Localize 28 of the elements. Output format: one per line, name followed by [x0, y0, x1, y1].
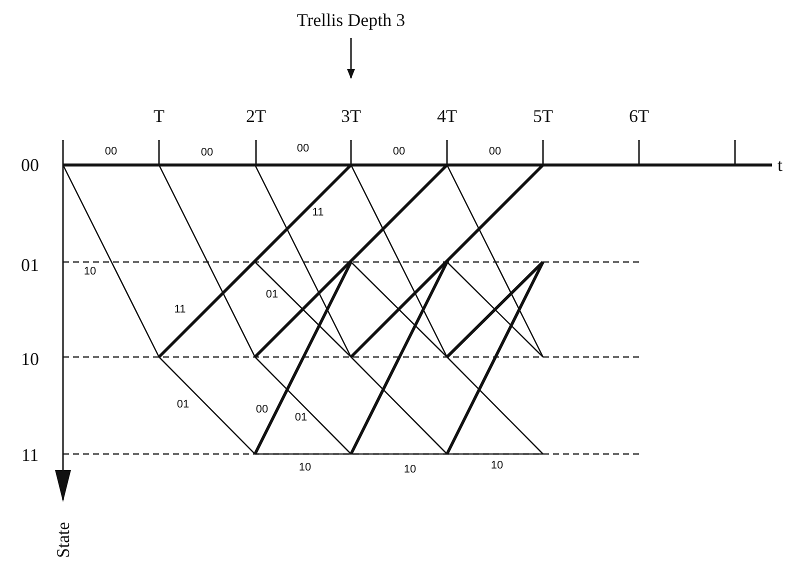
branch-label: 11	[173, 304, 187, 316]
time-tick-label: 3T	[341, 107, 361, 125]
time-tick-label: 2T	[246, 107, 266, 125]
state-label: 00	[21, 156, 39, 174]
branch-label: 10	[402, 464, 418, 476]
branch-label: 00	[104, 146, 118, 158]
branch-label: 01	[264, 290, 280, 300]
axis-label: State	[54, 522, 72, 558]
branch-label: 00	[254, 404, 270, 416]
branch-label: 10	[298, 462, 312, 474]
state-label: 11	[21, 446, 39, 464]
axis-label: t	[778, 156, 782, 174]
branch-label: 00	[488, 146, 502, 158]
state-label: 01	[21, 256, 39, 274]
branch-label: 10	[82, 266, 98, 278]
branch-label: 11	[311, 208, 325, 218]
branch-label: 01	[294, 412, 308, 424]
branch-label: 10	[490, 460, 504, 472]
branch-label: 00	[392, 146, 406, 158]
time-tick-label: 4T	[437, 107, 457, 125]
time-tick-label: 6T	[629, 107, 649, 125]
branch-label: 00	[200, 148, 214, 158]
time-tick-label: 5T	[533, 107, 553, 125]
branch-label: 00	[296, 144, 310, 154]
branch-label: 01	[176, 400, 190, 410]
heading: Trellis Depth 3	[296, 11, 406, 29]
time-tick-label: T	[154, 107, 164, 125]
state-label: 10	[21, 350, 39, 368]
